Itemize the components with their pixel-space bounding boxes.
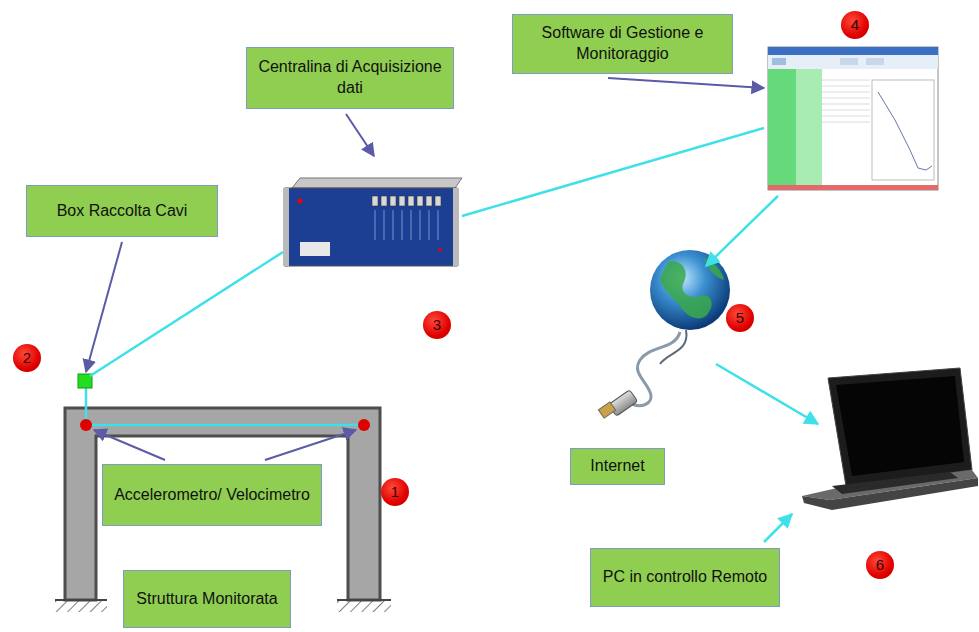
data-arrow [706, 196, 778, 266]
leader-arrow [265, 430, 356, 460]
cable-box [78, 374, 92, 388]
label-box: Struttura Monitorata [123, 570, 291, 628]
label-box: PC in controllo Remoto [590, 548, 780, 607]
label-box: Accelerometro/ Velocimetro [102, 464, 322, 526]
box-text: Accelerometro/ Velocimetro [114, 485, 310, 506]
callout-number: 1 [381, 478, 409, 506]
software-screenshot [768, 47, 938, 190]
callout-number: 5 [726, 304, 754, 332]
box-text: Box Raccolta Cavi [57, 201, 188, 222]
box-text: Struttura Monitorata [136, 589, 277, 610]
box-text: Centralina di Acquisizione dati [257, 57, 443, 99]
internet-globe [598, 250, 730, 418]
callout-number: 4 [841, 11, 869, 39]
sensor-cable [85, 388, 88, 420]
label-box: Box Raccolta Cavi [26, 185, 218, 237]
data-cable [462, 128, 764, 216]
sensor-dot [80, 419, 92, 431]
leader-arrow [94, 430, 165, 460]
box-text: PC in controllo Remoto [603, 567, 768, 588]
laptop [802, 368, 978, 510]
callout-number: 2 [13, 344, 41, 372]
callout-number: 6 [866, 551, 894, 579]
box-text: Software di Gestione e Monitoraggio [523, 23, 722, 65]
label-box: Centralina di Acquisizione dati [246, 47, 454, 109]
sensor-dot [358, 419, 370, 431]
leader-arrow [346, 114, 374, 156]
leader-arrow [608, 78, 764, 88]
label-box: Software di Gestione e Monitoraggio [512, 14, 733, 74]
data-arrow [716, 364, 818, 424]
leader-arrow [86, 242, 122, 372]
data-cable [90, 252, 283, 376]
sensor-cable [86, 424, 364, 427]
box-text: Internet [590, 456, 644, 477]
acquisition-unit [283, 178, 462, 266]
label-box: Internet [570, 448, 665, 485]
data-arrow [764, 514, 792, 542]
callout-number: 3 [423, 311, 451, 339]
